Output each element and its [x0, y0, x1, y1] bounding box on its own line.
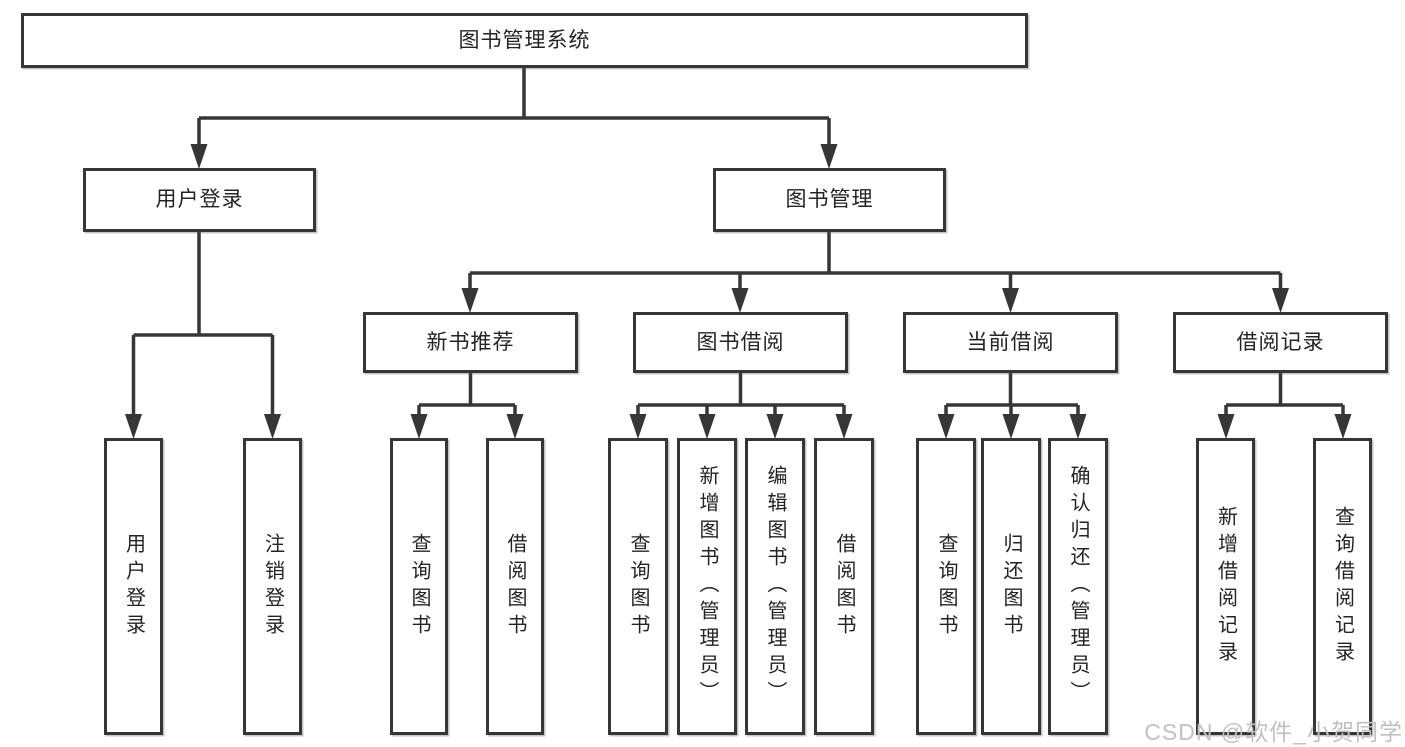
node-new-book-recommend: 新书推荐	[363, 312, 578, 373]
leaf-query-book: 查询图书	[916, 438, 976, 735]
leaf-query-borrow-record: 查询借阅记录	[1313, 438, 1372, 735]
node-current-borrow: 当前借阅	[903, 312, 1118, 373]
node-book-management: 图书管理	[713, 168, 946, 232]
leaf-user-login: 用户登录	[104, 438, 163, 735]
arrowhead-icons	[125, 144, 1352, 439]
leaf-logout: 注销登录	[243, 438, 302, 735]
leaf-confirm-return-admin: 确认归还（管理员）	[1048, 438, 1108, 735]
watermark: CSDN @软件_小贺同学	[1144, 719, 1403, 745]
leaf-add-book-admin: 新增图书（管理员）	[677, 438, 737, 735]
node-borrow-records: 借阅记录	[1173, 312, 1388, 373]
leaf-borrow-book: 借阅图书	[486, 438, 544, 735]
node-library-system: 图书管理系统	[21, 13, 1028, 68]
leaf-query-book: 查询图书	[608, 438, 668, 735]
node-book-borrow: 图书借阅	[633, 312, 848, 373]
leaf-return-book: 归还图书	[981, 438, 1041, 735]
leaf-query-book: 查询图书	[390, 438, 448, 735]
leaf-add-borrow-record: 新增借阅记录	[1196, 438, 1255, 735]
leaf-borrow-book: 借阅图书	[814, 438, 874, 735]
leaf-edit-book-admin: 编辑图书（管理员）	[745, 438, 805, 735]
node-user-login: 用户登录	[83, 168, 316, 232]
